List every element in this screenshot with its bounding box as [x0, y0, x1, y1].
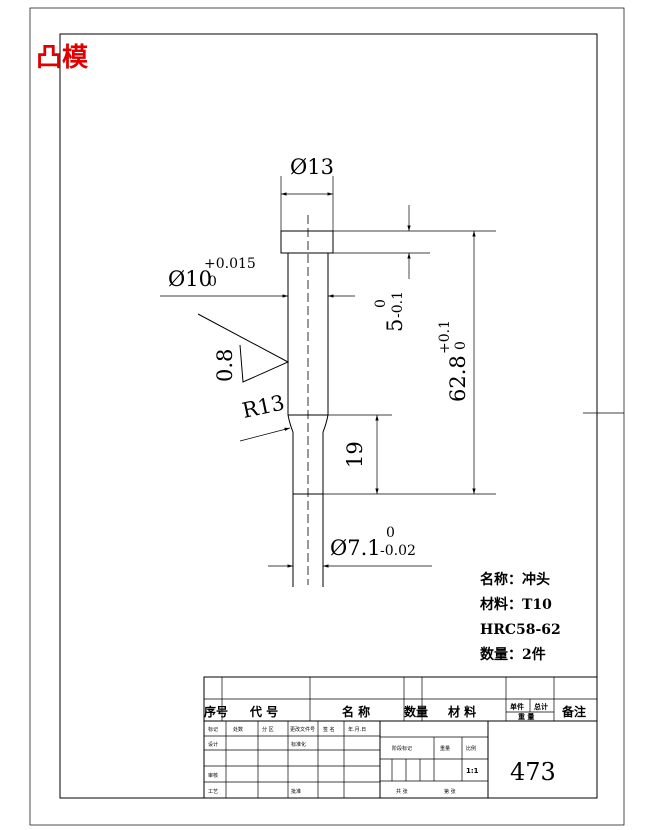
tb-label-design: 设计	[208, 741, 218, 748]
dim-shank-tol-upper: +0.015	[204, 256, 256, 272]
tb-header-single: 单件	[510, 702, 524, 711]
note-line: 名称：冲头	[480, 571, 550, 588]
roughness-symbol	[197, 313, 290, 383]
tb-label-sheet-no: 第 张	[444, 788, 456, 795]
dim-tip-tol-upper: 0	[386, 525, 395, 541]
dim-shank-diameter: Ø10	[168, 267, 212, 291]
tb-label-scale: 比例	[466, 745, 476, 752]
tb-label-weight: 重量	[440, 745, 450, 752]
dim-roughness: 0.8	[213, 349, 237, 382]
technical-notes: 名称：冲头 材料：T10 HRC58-62 数量：2件	[480, 571, 561, 663]
dim-tip-diameter: Ø7.1	[330, 536, 381, 560]
outer-frame	[29, 7, 625, 826]
inner-frame	[59, 33, 598, 799]
tb-header-total: 总计	[534, 702, 548, 711]
tb-rev-header: 标记	[208, 726, 218, 733]
extension-lines	[280, 176, 496, 495]
tb-header-material: 材 料	[447, 704, 476, 719]
dim-total-length: 62.8	[446, 355, 470, 402]
tb-label-process: 工艺	[208, 789, 218, 795]
dim-head-tol-lower: -0.1	[390, 291, 406, 318]
tb-label-approve: 批准	[291, 788, 301, 795]
tb-drawing-number: 473	[510, 758, 556, 786]
tb-rev-header: 年.月.日	[348, 726, 366, 733]
dim-total-tol-upper: +0.1	[437, 320, 453, 354]
punch-outline	[280, 215, 334, 587]
title-block: 序号 代 号 名 称 数量 材 料 单件 总计 重 量 备注 标记 处数 分 区…	[203, 676, 598, 799]
tb-label-standardize: 标准化	[291, 741, 306, 748]
dim-head-tol-upper: 0	[373, 299, 389, 308]
tb-header-weight: 重 量	[518, 712, 534, 721]
tb-label-review: 审核	[208, 772, 218, 779]
drawing-title: 凸模	[36, 43, 89, 73]
tb-header-name: 名 称	[342, 704, 370, 719]
tb-scale-value: 1:1	[466, 767, 479, 775]
tb-header-seq: 序号	[204, 704, 228, 719]
dim-radius: R13	[240, 391, 287, 423]
tb-rev-header: 处数	[233, 726, 243, 733]
tb-label-sheets-total: 共 张	[396, 788, 408, 795]
note-line: HRC58-62	[480, 622, 561, 638]
tb-label-stage-mark: 阶段标记	[392, 745, 412, 752]
tb-header-qty: 数量	[404, 704, 428, 719]
tb-header-code: 代 号	[249, 704, 278, 719]
dim-head-diameter: Ø13	[290, 155, 334, 179]
tb-rev-header: 分 区	[262, 726, 274, 733]
dim-total-tol-lower: 0	[453, 341, 469, 350]
dim-tip-tol-lower: -0.02	[380, 543, 416, 559]
note-line: 数量：2件	[480, 646, 546, 663]
dim-shank-tol-lower: 0	[208, 274, 217, 290]
tb-header-remark: 备注	[561, 704, 586, 719]
tb-rev-header: 更改文件号	[290, 726, 315, 733]
dim-tip-length: 19	[343, 441, 367, 468]
dim-head-height: 5	[383, 319, 407, 332]
tb-rev-header: 签 名	[323, 726, 335, 733]
note-line: 材料：T10	[480, 596, 552, 613]
dimension-lines	[160, 192, 476, 568]
